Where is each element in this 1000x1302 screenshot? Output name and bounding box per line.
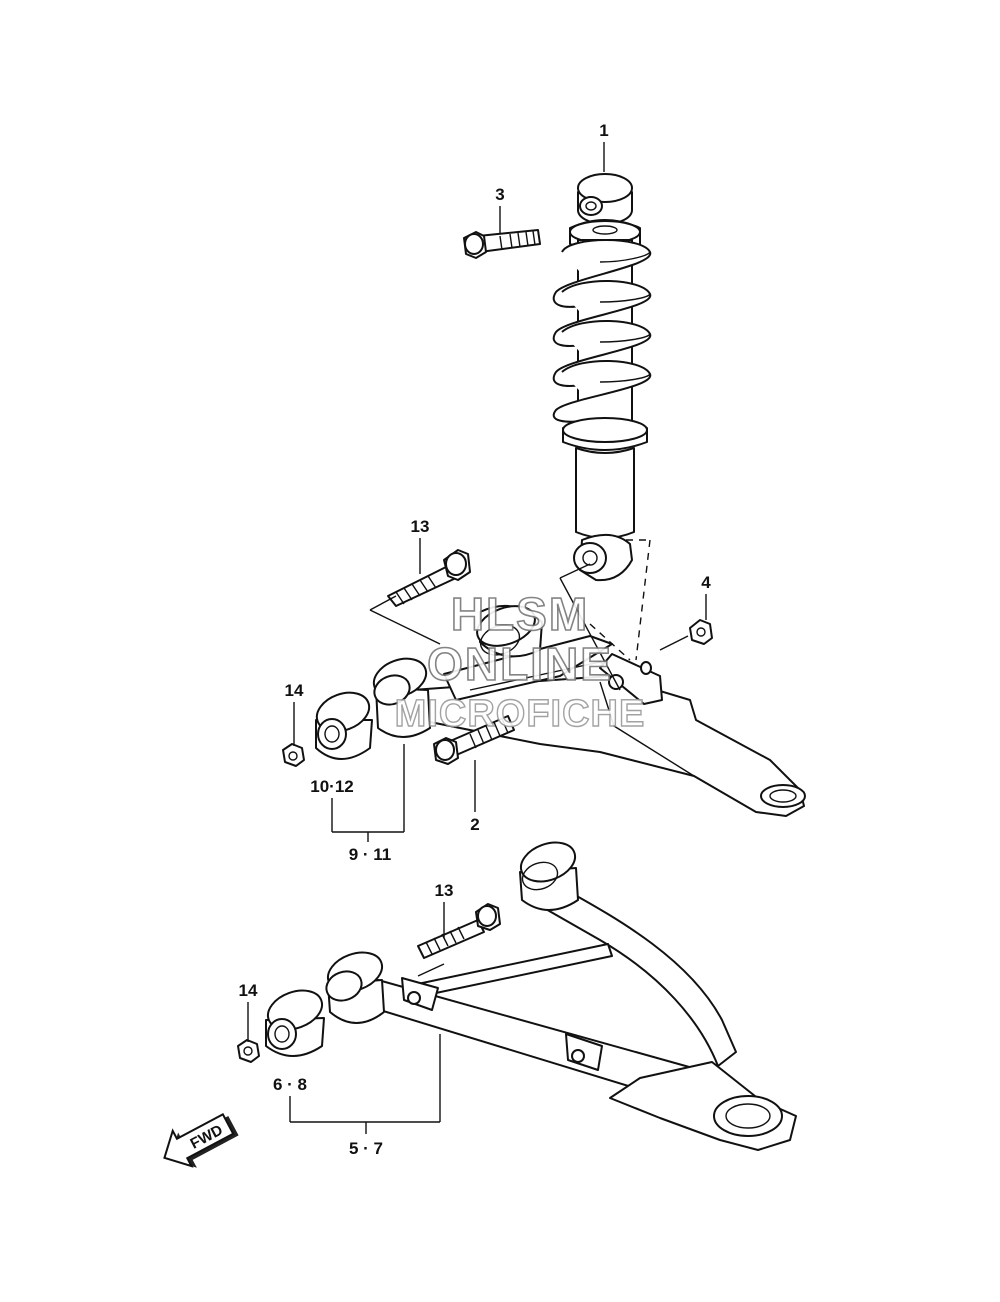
watermark: HLSM ONLINE MICROFICHE	[394, 587, 646, 736]
lower-leader-lines	[417, 963, 445, 977]
watermark-line2: ONLINE	[427, 638, 613, 690]
fwd-arrow-icon: FWD	[163, 1112, 239, 1168]
callout-9-11: 9 · 11	[349, 845, 392, 864]
top-bushing[interactable]	[577, 173, 633, 225]
callout-4: 4	[701, 573, 711, 592]
bolt-2[interactable]	[433, 715, 515, 765]
watermark-line3: MICROFICHE	[395, 693, 646, 735]
nut-4[interactable]	[689, 619, 713, 645]
bushing-6-8[interactable]	[263, 984, 328, 1057]
coil-spring	[552, 239, 652, 423]
callout-6-8: 6 · 8	[273, 1075, 307, 1094]
callout-10-12: 10·12	[310, 777, 353, 796]
callout-13-lower: 13	[435, 881, 454, 900]
bolt-13-lower[interactable]	[417, 903, 501, 959]
bolt-13-upper[interactable]	[387, 549, 471, 607]
shock-absorber[interactable]	[552, 173, 652, 582]
callout-3: 3	[495, 185, 504, 204]
watermark-line1: HLSM	[451, 588, 589, 640]
callout-13-upper: 13	[411, 517, 430, 536]
callout-14-upper: 14	[285, 681, 304, 700]
callout-2: 2	[470, 815, 479, 834]
lower-arm[interactable]	[322, 836, 797, 1151]
callout-14-lower: 14	[239, 981, 258, 1000]
bolt-3[interactable]	[463, 229, 541, 259]
callout-leaders	[247, 142, 707, 1134]
callout-1: 1	[599, 121, 608, 140]
upper-leader-lines	[369, 539, 689, 691]
nut-14-lower[interactable]	[237, 1039, 260, 1063]
nut-14-upper[interactable]	[282, 743, 305, 767]
upper-arm[interactable]	[368, 599, 806, 817]
bushing-10-12[interactable]	[311, 686, 374, 760]
callout-5-7: 5 · 7	[349, 1139, 383, 1158]
callout-labels: 1 3 13 4 14 10·12 2 9 · 11 13 14 6 · 8 5…	[239, 121, 712, 1158]
